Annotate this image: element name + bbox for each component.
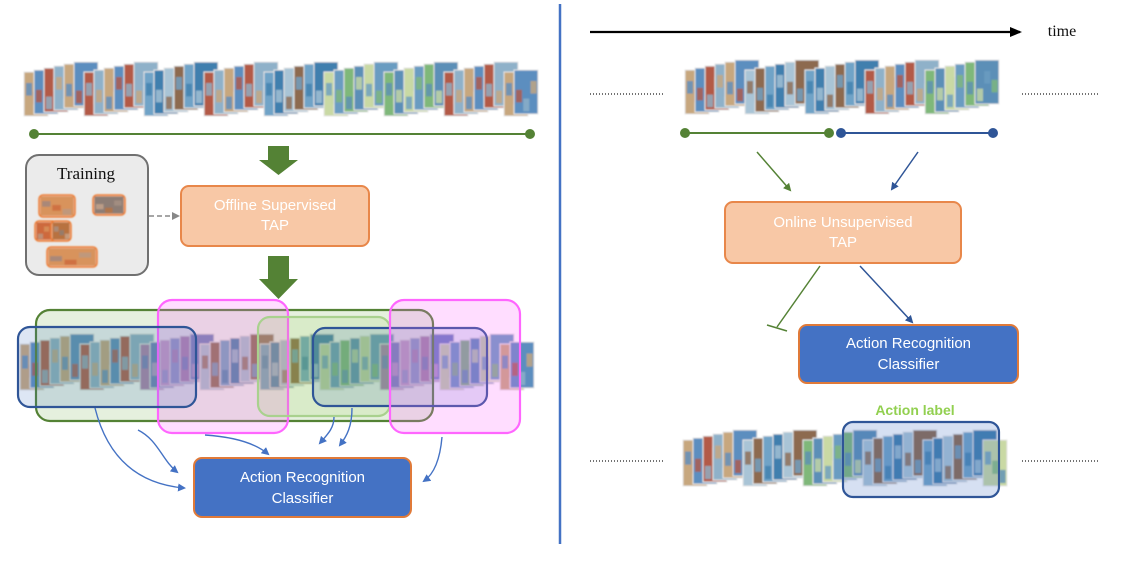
action-label-text: Action label	[875, 402, 955, 418]
proposal-blue-1	[16, 325, 198, 409]
green-down-arrow-2	[259, 256, 298, 299]
proposal-blue-2	[311, 326, 489, 408]
left-action-recognition-classifier: Action Recognition Classifier	[193, 457, 412, 518]
timeline-right	[680, 128, 998, 138]
timeline-left	[29, 129, 535, 139]
online-unsupervised-tap-box: Online Unsupervised TAP	[724, 201, 962, 264]
proposal-to-classifier-arrows	[94, 407, 443, 492]
right-action-recognition-classifier: Action Recognition Classifier	[798, 324, 1019, 384]
proposal-magenta-2	[388, 298, 522, 435]
rejected-branch	[766, 265, 821, 332]
video-strip-top-right	[684, 59, 1000, 115]
offline-supervised-tap-box: Offline Supervised TAP	[180, 185, 370, 247]
blue-arrow-to-online-tap	[890, 151, 919, 191]
green-down-arrow-1	[259, 146, 298, 175]
proposal-magenta-1	[156, 298, 290, 435]
time-label: time	[1047, 23, 1077, 40]
arrow-to-right-classifier	[859, 265, 914, 324]
green-arrow-to-online-tap	[756, 151, 792, 192]
video-strip-top-left	[23, 61, 539, 117]
video-strip-segments-left	[19, 333, 535, 391]
training-label: Training	[57, 164, 115, 183]
training-samples	[34, 194, 126, 268]
proposal-green-large	[34, 308, 435, 423]
action-label-box	[841, 420, 1001, 499]
proposal-boxes	[16, 298, 522, 435]
training-box	[25, 154, 149, 276]
